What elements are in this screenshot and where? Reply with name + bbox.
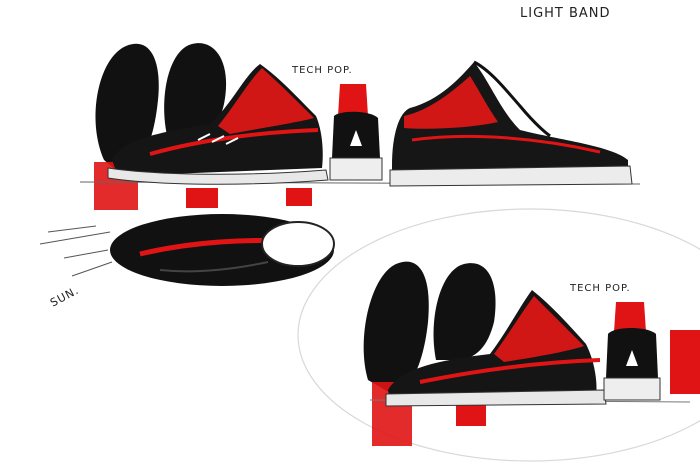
medial-sole	[389, 165, 633, 187]
last-right	[164, 43, 227, 146]
bottom-shoe-swoosh	[419, 358, 601, 384]
shoe-sole	[107, 167, 329, 185]
heel-logo	[350, 130, 362, 146]
red-block-2	[186, 188, 218, 208]
outsole-heel	[261, 221, 335, 267]
shoe-medial-top	[389, 60, 633, 187]
heel-red	[338, 84, 368, 116]
bottom-last-right	[433, 263, 496, 360]
bottom-heel-red	[614, 302, 646, 332]
bottom-shoe-red	[494, 296, 584, 362]
medial-laces	[473, 60, 551, 138]
outsole-detail	[159, 261, 269, 273]
red-block-3	[286, 188, 312, 206]
shoe-swoosh-red	[149, 128, 319, 156]
presentation-circle	[297, 208, 700, 462]
bottom-heel-logo	[626, 350, 638, 366]
bottom-last-left	[363, 261, 429, 394]
heel-sole	[329, 157, 383, 181]
bottom-red-block-2	[456, 404, 486, 426]
bottom-heel-sole	[603, 377, 661, 401]
outsole-lines	[39, 225, 113, 277]
tech-pop-annotation-top: TECH POP.	[292, 65, 353, 76]
bottom-set	[363, 261, 700, 446]
shoe-stripes	[197, 133, 239, 145]
shoe-side-top	[107, 64, 329, 185]
light-band-annotation: LIGHT BAND	[520, 6, 611, 21]
bottom-shoe-sole	[385, 389, 607, 407]
medial-body	[392, 62, 628, 178]
heel-view-top	[329, 84, 383, 181]
tech-pop-annotation-bottom: TECH POP.	[570, 283, 631, 294]
outsole-view	[39, 214, 335, 286]
shoe-upper-red	[218, 68, 314, 134]
medial-red-swoosh	[411, 134, 601, 154]
bottom-partial-shoe	[670, 330, 700, 394]
medial-red	[404, 76, 498, 129]
